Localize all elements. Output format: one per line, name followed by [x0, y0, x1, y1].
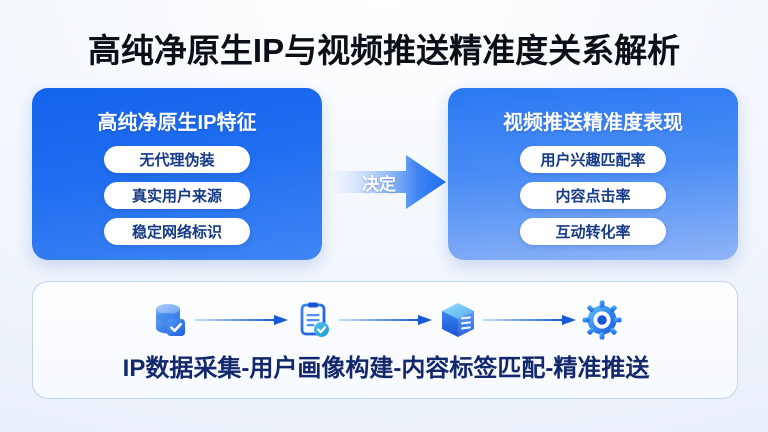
right-arrow-icon — [330, 155, 446, 209]
right-panel-item-list: 用户兴趣匹配率 内容点击率 互动转化率 — [448, 146, 738, 245]
flow-step-4 — [578, 296, 626, 344]
layered-cube-icon — [442, 303, 474, 337]
left-feature-panel: 高纯净原生IP特征 无代理伪装 真实用户来源 稳定网络标识 — [32, 88, 322, 260]
flow-step-2 — [290, 296, 338, 344]
flow-step-3 — [434, 296, 482, 344]
database-check-icon — [156, 304, 185, 336]
page-title: 高纯净原生IP与视频推送精准度关系解析 — [87, 32, 681, 69]
connector-label: 决定 — [362, 174, 396, 194]
right-item-label-2: 内容点击率 — [555, 188, 631, 205]
left-panel-item-list: 无代理伪装 真实用户来源 稳定网络标识 — [32, 146, 322, 245]
list-item: 内容点击率 — [520, 182, 666, 209]
flow-connector-2 — [338, 313, 434, 327]
right-outcome-panel: 视频推送精准度表现 用户兴趣匹配率 内容点击率 互动转化率 — [448, 88, 738, 260]
left-item-label-2: 真实用户来源 — [131, 188, 222, 205]
list-item: 真实用户来源 — [104, 182, 250, 209]
left-item-label-3: 稳定网络标识 — [131, 224, 222, 241]
right-item-label-3: 互动转化率 — [555, 224, 631, 241]
list-item: 稳定网络标识 — [104, 218, 250, 245]
right-item-label-1: 用户兴趣匹配率 — [540, 152, 646, 169]
process-flow-icons — [33, 294, 739, 346]
list-item: 无代理伪装 — [104, 146, 250, 173]
list-item: 用户兴趣匹配率 — [520, 146, 666, 173]
connector-arrow: 决定 — [330, 152, 446, 212]
right-panel-heading: 视频推送精准度表现 — [503, 112, 683, 134]
process-flow-caption: IP数据采集-用户画像构建-内容标签匹配-精准推送 — [122, 355, 650, 382]
flow-connector-3 — [482, 313, 578, 327]
flow-step-1 — [146, 296, 194, 344]
flow-connector-1 — [194, 313, 290, 327]
clipboard-check-icon — [300, 302, 329, 337]
gear-target-icon — [582, 300, 622, 340]
left-panel-heading: 高纯净原生IP特征 — [97, 112, 257, 134]
process-flow-panel: IP数据采集-用户画像构建-内容标签匹配-精准推送 — [32, 281, 738, 399]
list-item: 互动转化率 — [520, 218, 666, 245]
left-item-label-1: 无代理伪装 — [139, 152, 215, 169]
